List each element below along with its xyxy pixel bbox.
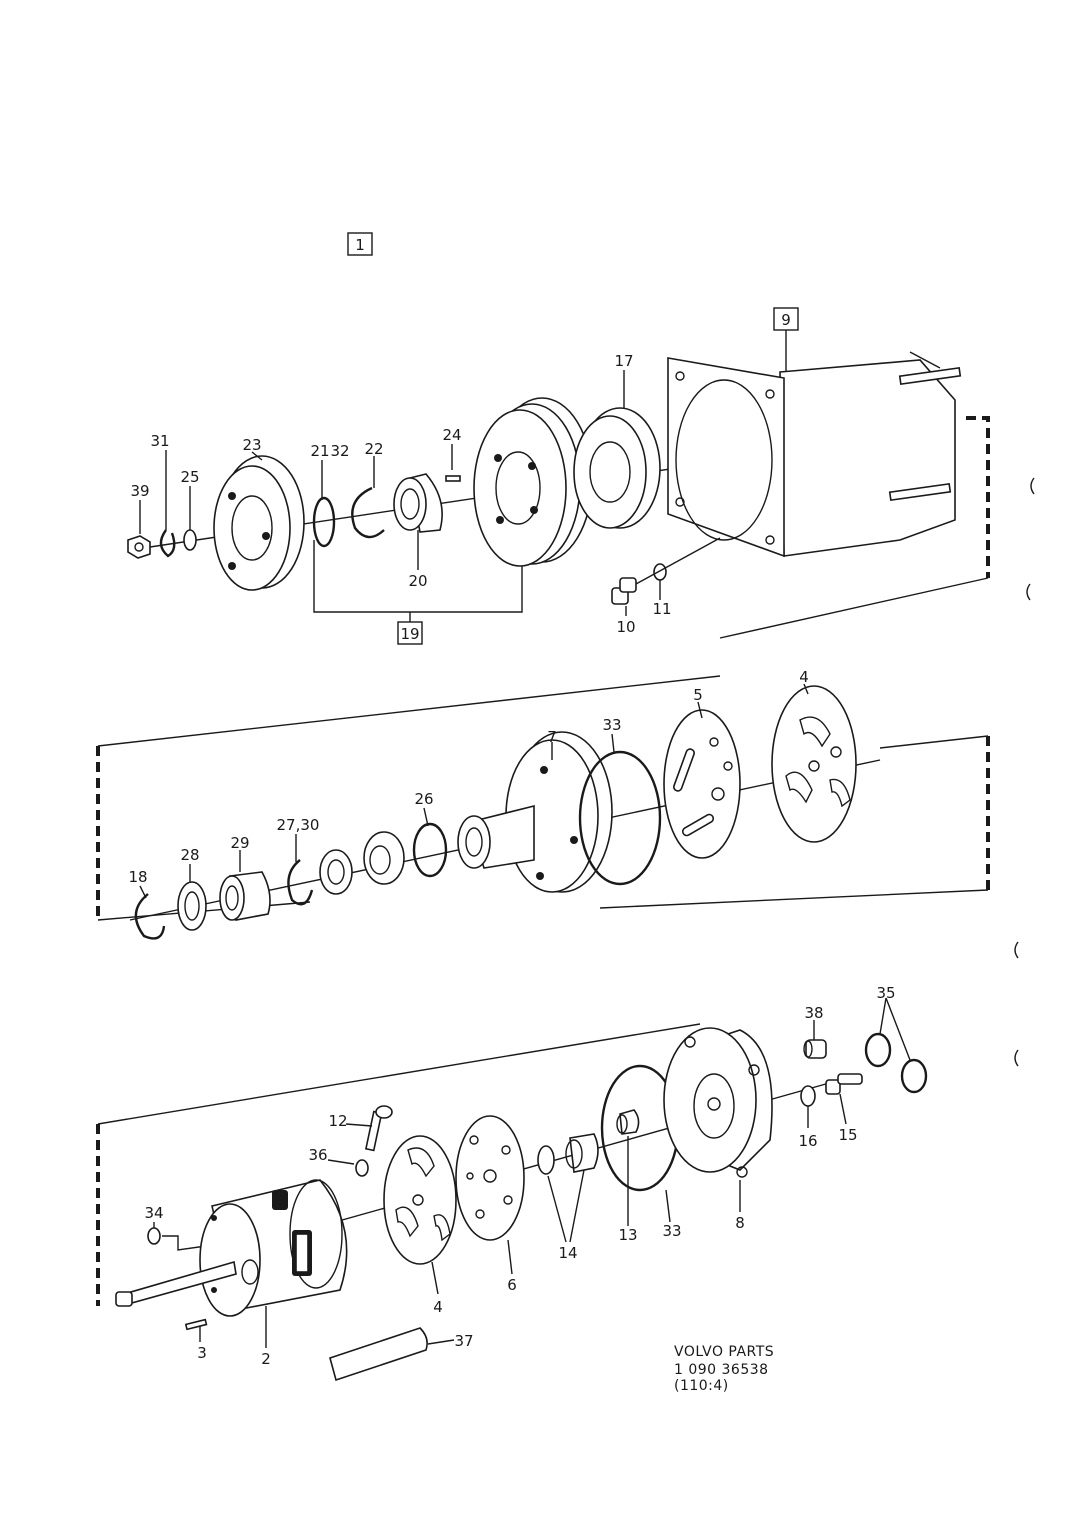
part-8-rear-head <box>663 1027 773 1178</box>
part-5-valve-plate <box>663 709 741 859</box>
section-1-clutch-assembly: 39 31 25 23 21 32 22 24 20 17 10 11 19 9 <box>127 307 990 645</box>
part-10-plug <box>611 577 637 605</box>
label-12: 12 <box>328 1112 347 1130</box>
label-6: 6 <box>507 1276 517 1294</box>
part-19-pulley <box>473 397 593 567</box>
part-17-coil <box>573 407 661 529</box>
part-3-pin <box>184 1318 208 1331</box>
part-seal-component-2 <box>363 831 405 885</box>
part-seal-component <box>319 849 353 895</box>
section-3-cylinder-assembly: 34 3 2 36 12 4 6 14 13 33 8 38 16 15 35 … <box>96 984 928 1382</box>
section-2-shaft-assembly: 18 28 29 27,30 26 7 33 5 4 <box>96 668 990 940</box>
label-17: 17 <box>614 352 633 370</box>
label-3: 3 <box>197 1344 207 1362</box>
part-15-valve <box>825 1073 863 1095</box>
label-7: 7 <box>547 728 557 746</box>
part-22-circlip <box>351 486 385 539</box>
part-7-front-head <box>457 731 613 893</box>
part-11-washer <box>653 563 667 581</box>
footer-line-3: (110:4) <box>674 1378 729 1394</box>
part-4-reed-plate <box>771 685 857 843</box>
label-25: 25 <box>180 468 199 486</box>
part-28-bearing-ring <box>177 881 207 931</box>
label-36: 36 <box>308 1146 327 1164</box>
footer-line-2: 1 090 36538 <box>674 1362 769 1378</box>
label-26: 26 <box>414 790 433 808</box>
label-33-lower: 33 <box>662 1222 681 1240</box>
label-33: 33 <box>602 716 621 734</box>
margin-mark <box>1030 477 1035 495</box>
label-4-lower: 4 <box>433 1298 443 1316</box>
label-15: 15 <box>838 1126 857 1144</box>
label-32: 32 <box>330 442 349 460</box>
label-31: 31 <box>150 432 169 450</box>
part-12-bolt <box>364 1105 393 1152</box>
label-16: 16 <box>798 1132 817 1150</box>
part-20-bearing <box>393 473 443 533</box>
label-34: 34 <box>144 1204 163 1222</box>
drawing-reference-footer: VOLVO PARTS 1 090 36538 (110:4) <box>674 1344 774 1394</box>
part-4-reed-plate-lower <box>383 1135 457 1265</box>
part-37-tube <box>329 1327 428 1382</box>
part-34-washer <box>147 1227 161 1245</box>
section-1-frame <box>966 416 990 578</box>
part-38-nut <box>803 1039 827 1059</box>
section-1-frame-bottom <box>719 577 989 639</box>
part-36-washer <box>355 1159 369 1177</box>
label-18: 18 <box>128 868 147 886</box>
part-26-o-ring <box>412 822 448 878</box>
part-14-gear-set <box>537 1133 599 1175</box>
label-4: 4 <box>799 668 809 686</box>
label-21: 21 <box>310 442 329 460</box>
part-35-o-ring-b <box>900 1058 928 1094</box>
part-21-circlip <box>312 496 336 548</box>
label-22: 22 <box>364 440 383 458</box>
part-27-30-circlip <box>287 859 314 906</box>
label-38: 38 <box>804 1004 823 1022</box>
group-box-9-label: 9 <box>781 311 791 329</box>
part-31-clip <box>159 529 176 558</box>
label-39: 39 <box>130 482 149 500</box>
part-6-valve-plate <box>455 1115 525 1241</box>
label-24: 24 <box>442 426 461 444</box>
label-29: 29 <box>230 834 249 852</box>
label-10: 10 <box>616 618 635 636</box>
label-14: 14 <box>558 1244 577 1262</box>
label-5: 5 <box>693 686 703 704</box>
label-2: 2 <box>261 1350 271 1368</box>
part-9-housing <box>667 351 962 558</box>
part-2-cylinder-block <box>115 1179 348 1317</box>
label-13: 13 <box>618 1226 637 1244</box>
label-20: 20 <box>408 572 427 590</box>
group-box-1: 1 <box>347 232 373 256</box>
part-18-circlip <box>134 893 166 940</box>
part-25-washer <box>183 529 197 551</box>
group-box-19-label: 19 <box>400 625 419 643</box>
part-29-sleeve <box>219 871 271 921</box>
label-23: 23 <box>242 436 261 454</box>
part-35-o-ring-a <box>864 1032 892 1068</box>
footer-line-1: VOLVO PARTS <box>674 1344 774 1360</box>
part-13-bushing <box>616 1109 640 1135</box>
part-33-o-ring <box>578 750 662 886</box>
part-39-nut <box>127 535 151 559</box>
group-box-1-label: 1 <box>355 236 365 254</box>
part-16-ring <box>800 1085 816 1107</box>
part-24-key <box>445 475 461 482</box>
label-8: 8 <box>735 1214 745 1232</box>
label-27-30: 27,30 <box>277 816 320 834</box>
label-37: 37 <box>454 1332 473 1350</box>
label-11: 11 <box>652 600 671 618</box>
label-28: 28 <box>180 846 199 864</box>
part-23-hub <box>213 455 305 591</box>
label-35: 35 <box>876 984 895 1002</box>
